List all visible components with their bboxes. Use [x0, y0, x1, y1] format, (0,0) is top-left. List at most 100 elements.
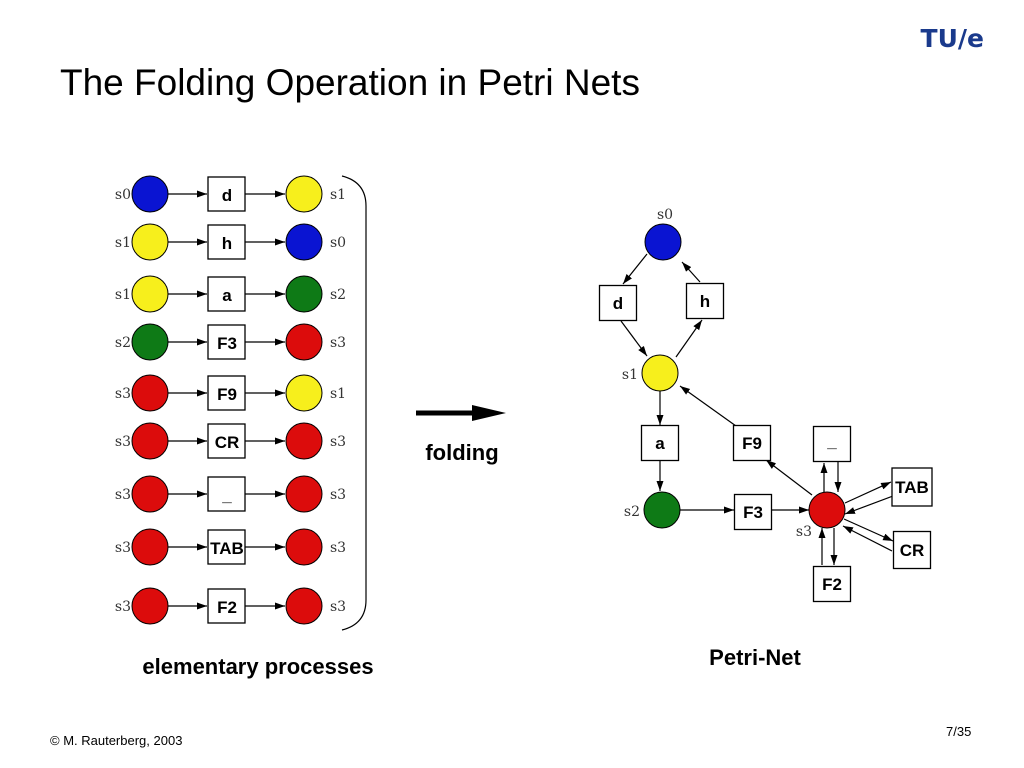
- transition-box: [207, 476, 246, 512]
- transition-label: CR: [215, 433, 240, 452]
- place-s1: s1: [622, 354, 679, 392]
- from-place-token: [131, 223, 169, 261]
- transition-d: d: [598, 284, 638, 322]
- place-label: s1: [622, 367, 638, 383]
- place-token: [641, 354, 679, 392]
- folding-arrow: [416, 405, 506, 421]
- slide-title: The Folding Operation in Petri Nets: [60, 62, 640, 103]
- to-place-label: s3: [330, 434, 346, 450]
- from-place-label: s3: [115, 434, 131, 450]
- transition-cr: CR: [892, 530, 932, 570]
- place-label: s0: [657, 207, 673, 223]
- place-s0: s0: [644, 207, 682, 261]
- folding-label: folding: [425, 440, 498, 465]
- from-place-token: [131, 323, 169, 361]
- transition-box: [207, 529, 246, 565]
- from-place-token: [131, 175, 169, 213]
- from-place-token: [131, 275, 169, 313]
- to-place-label: s0: [330, 235, 346, 251]
- transition-box: [891, 467, 933, 507]
- arc-s3-TAB: [844, 481, 892, 504]
- to-place-token: [285, 374, 323, 412]
- place-s2: s2: [624, 491, 681, 529]
- transition-box: [892, 530, 932, 570]
- transition-label: F9: [742, 434, 762, 453]
- to-place-token: [285, 175, 323, 213]
- process-row: s3 F9 s1: [115, 374, 346, 412]
- footer-copyright: © M. Rauterberg, 2003: [50, 733, 183, 748]
- arc-s0-d: [622, 253, 648, 285]
- transition-label: a: [655, 434, 665, 453]
- elementary-bracket: [341, 175, 367, 631]
- from-place-token: [131, 475, 169, 513]
- arc-h-s0: [681, 261, 701, 283]
- process-row: s1 a s2: [115, 275, 346, 313]
- from-place-label: s1: [115, 287, 131, 303]
- process-row: s2 F3 s3: [115, 323, 346, 361]
- transition-box: [732, 424, 772, 462]
- petri-net-caption: Petri-Net: [709, 645, 801, 670]
- from-place-token: [131, 587, 169, 625]
- from-place-label: s2: [115, 335, 131, 351]
- to-place-token: [285, 528, 323, 566]
- to-place-token: [285, 323, 323, 361]
- transition-a: a: [640, 424, 680, 462]
- transition-label: _: [826, 432, 837, 451]
- transition-label: a: [222, 286, 232, 305]
- arc-s3-CR: [843, 518, 894, 542]
- transition-label: h: [222, 234, 232, 253]
- transition-box: [207, 176, 246, 212]
- transition-box: [207, 324, 246, 360]
- arc-F9-s1: [679, 385, 737, 427]
- to-place-label: s3: [330, 335, 346, 351]
- from-place-token: [131, 422, 169, 460]
- transition-underscore: _: [812, 425, 852, 463]
- from-place-token: [131, 528, 169, 566]
- transition-label: h: [700, 292, 710, 311]
- from-place-label: s0: [115, 187, 131, 203]
- tue-logo: TU/e: [920, 24, 984, 53]
- transition-box: [207, 375, 246, 411]
- process-row: s3 CR s3: [115, 422, 346, 460]
- transition-label: d: [222, 186, 232, 205]
- transition-label: CR: [900, 541, 925, 560]
- transition-box: [685, 282, 725, 320]
- transition-label: TAB: [895, 478, 929, 497]
- arc-TAB-s3: [844, 495, 894, 515]
- arc-CR-s3: [842, 525, 893, 552]
- transition-f9: F9: [732, 424, 772, 462]
- transition-label: F3: [743, 503, 763, 522]
- from-place-label: s3: [115, 386, 131, 402]
- transition-label: _: [221, 486, 232, 505]
- transition-box: [640, 424, 680, 462]
- transition-f3: F3: [733, 493, 773, 531]
- transition-label: F3: [217, 334, 237, 353]
- to-place-label: s3: [330, 540, 346, 556]
- from-place-token: [131, 374, 169, 412]
- transition-h: h: [685, 282, 725, 320]
- page-number: 7/35: [946, 724, 972, 739]
- transition-box: [598, 284, 638, 322]
- to-place-token: [285, 587, 323, 625]
- to-place-label: s1: [330, 386, 346, 402]
- elementary-caption: elementary processes: [142, 654, 373, 679]
- place-token: [808, 491, 846, 529]
- place-token: [644, 223, 682, 261]
- place-s3: s3: [796, 491, 846, 540]
- transition-f2: F2: [812, 565, 852, 603]
- place-token: [643, 491, 681, 529]
- to-place-label: s2: [330, 287, 346, 303]
- transition-label: F9: [217, 385, 237, 404]
- transition-tab: TAB: [891, 467, 933, 507]
- arc-s3-F9: [765, 459, 813, 496]
- to-place-label: s3: [330, 487, 346, 503]
- transition-box: [812, 425, 852, 463]
- from-place-label: s3: [115, 599, 131, 615]
- from-place-label: s3: [115, 487, 131, 503]
- to-place-token: [285, 223, 323, 261]
- transition-label: TAB: [210, 539, 244, 558]
